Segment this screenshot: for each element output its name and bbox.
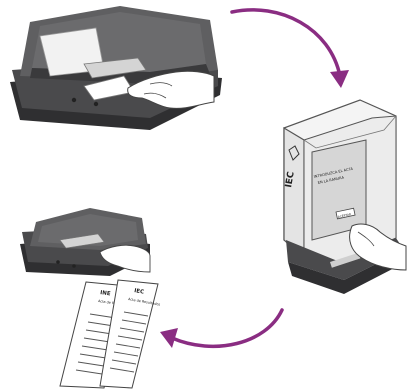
printer-output-illustration — [20, 208, 150, 276]
voting-booth-illustration: INTRODUZCA EL ACTA EN LA RANURA ACEPTAR … — [284, 100, 406, 294]
arrow-bottom — [172, 310, 282, 346]
printer-insert-illustration — [10, 6, 222, 130]
arrow-top-right — [232, 10, 340, 76]
